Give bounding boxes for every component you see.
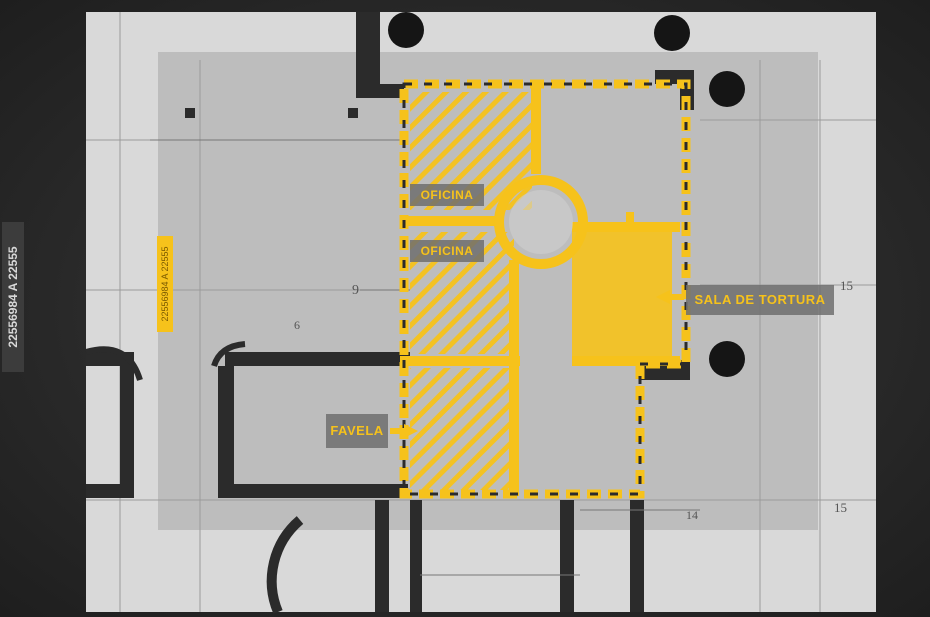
label-sala-de-tortura: SALA DE TORTURA (686, 285, 834, 315)
highlight-walls (400, 82, 680, 496)
blueprint-arcs (85, 341, 304, 614)
plan-number-9: 9 (352, 283, 359, 298)
plan-number-15-top: 15 (840, 278, 853, 293)
label-oficina-1: OFICINA (410, 184, 484, 206)
plan-number-14: 14 (686, 508, 698, 522)
side-code-strip: 22556984 A 22555 (2, 222, 24, 372)
label-favela: FAVELA (326, 414, 388, 448)
hatched-room-favela (410, 368, 510, 490)
rotunda (494, 175, 588, 269)
highlight-outline-inner (402, 82, 688, 496)
pointer-arrows (390, 290, 684, 438)
plan-number-6: 6 (294, 318, 300, 332)
inner-code-text: 22556984 A 22555 (160, 246, 170, 322)
inner-code-tag: 22556984 A 22555 (157, 236, 173, 332)
solid-room-sala-de-tortura (572, 232, 672, 356)
arrow-sala-de-tortura (656, 290, 684, 304)
blueprint-columns (388, 12, 745, 377)
side-code-text: 22556984 A 22555 (6, 246, 20, 348)
plan-number-15-bottom: 15 (834, 500, 847, 515)
arrow-favela (390, 424, 418, 438)
label-oficina-2: OFICINA (410, 240, 484, 262)
